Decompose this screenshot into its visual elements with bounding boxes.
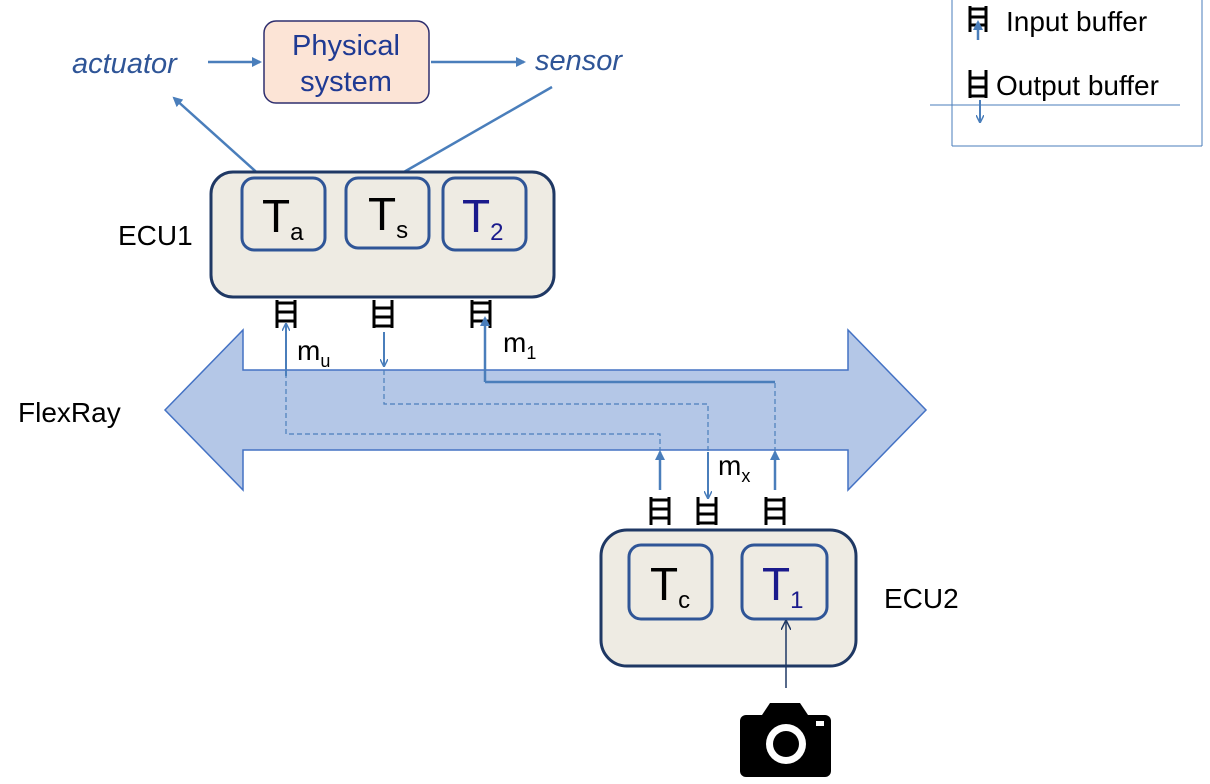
ecu1-label: ECU1 xyxy=(118,220,193,251)
actuator-label: actuator xyxy=(72,48,178,80)
physical-system-line2: system xyxy=(300,66,392,98)
legend-input-label: Input buffer xyxy=(1006,6,1147,37)
task-tc-box xyxy=(627,543,714,621)
task-ta-box xyxy=(240,176,327,252)
task-t2: T2 xyxy=(462,190,503,246)
route-mu xyxy=(285,330,661,452)
route-ms xyxy=(383,362,709,452)
ta-to-actuator-arrow xyxy=(172,96,264,179)
physical-system-line1: Physical xyxy=(292,30,400,62)
task-ts-box xyxy=(344,176,431,250)
sensor-label: sensor xyxy=(535,45,623,77)
input-buffer-icon xyxy=(696,497,718,525)
task-t2-box xyxy=(441,176,528,252)
message-mu: mu xyxy=(297,335,330,371)
output-buffer-icon xyxy=(968,70,988,98)
input-buffer-icon xyxy=(470,300,492,328)
ecu2-label: ECU2 xyxy=(884,583,959,614)
task-t1-box xyxy=(740,543,829,621)
legend-output-label: Output buffer xyxy=(996,70,1159,101)
legend: Input buffer Output buffer xyxy=(930,0,1203,147)
task-ta: Ta xyxy=(262,190,304,246)
sensor-to-ts-arrow xyxy=(388,85,553,182)
message-m1: m1 xyxy=(503,327,536,363)
output-buffer-icon xyxy=(764,497,786,525)
bus-label: FlexRay xyxy=(18,397,121,428)
output-buffer-icon xyxy=(649,497,671,525)
task-tc: Tc xyxy=(650,558,690,614)
physical-system-box xyxy=(263,20,430,104)
input-buffer-icon xyxy=(275,300,297,328)
task-ts: Ts xyxy=(368,188,408,244)
output-buffer-icon xyxy=(372,300,394,328)
message-mx: mx xyxy=(718,450,750,486)
task-t1: T1 xyxy=(762,558,803,614)
flexray-bus xyxy=(163,328,928,492)
camera-icon xyxy=(740,703,831,777)
